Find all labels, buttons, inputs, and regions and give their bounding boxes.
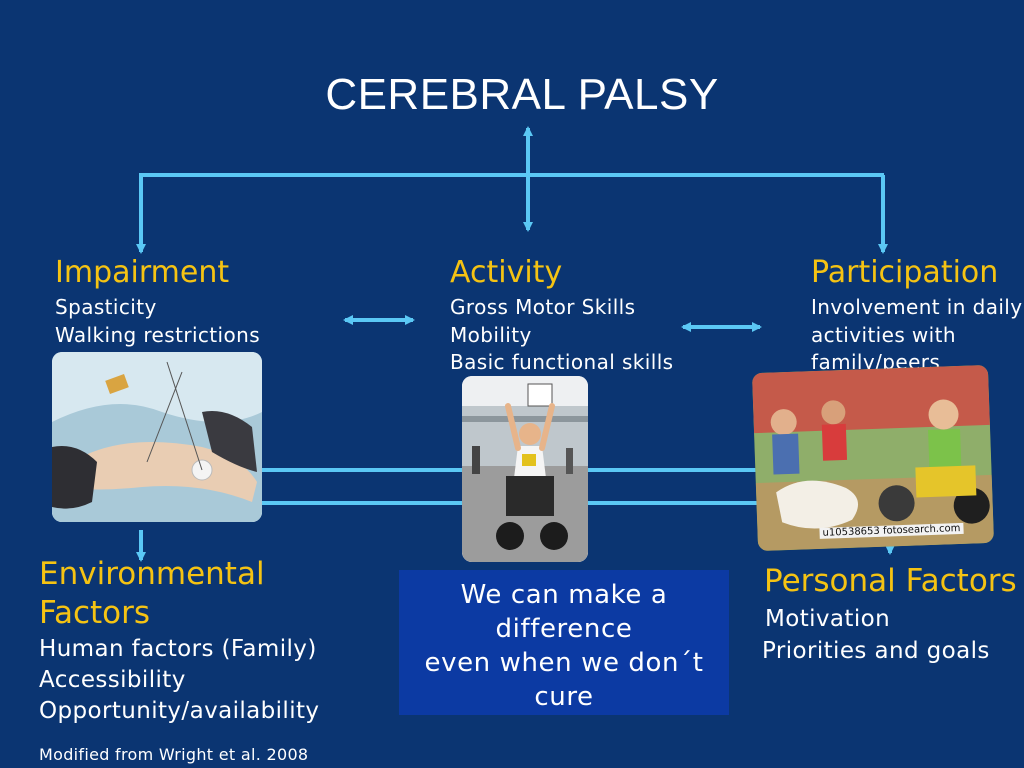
impairment-list: Spasticity Walking restrictions: [55, 294, 260, 349]
participation-heading: Participation: [811, 255, 999, 290]
environmental-item: Opportunity/availability: [39, 698, 320, 724]
activity-item: Mobility: [450, 322, 532, 347]
participation-photo: u10538653 fotosearch.com: [751, 364, 995, 552]
environmental-heading: Environmental Factors: [39, 555, 265, 633]
callout-line: We can make a: [460, 580, 668, 610]
activity-heading: Activity: [450, 255, 563, 290]
callout-box: We can make a difference even when we do…: [399, 570, 729, 715]
activity-list: Gross Motor Skills Mobility Basic functi…: [450, 294, 673, 377]
environmental-item: Accessibility: [39, 667, 186, 693]
participation-item: Involvement in daily: [811, 295, 1023, 319]
callout-line: even when we don´t: [424, 648, 704, 678]
environmental-item: Human factors (Family): [39, 636, 317, 662]
personal-item: Motivation: [765, 606, 891, 632]
callout-line: cure: [534, 682, 594, 712]
impairment-item: Spasticity: [55, 295, 157, 319]
source-credit: Modified from Wright et al. 2008: [39, 745, 309, 764]
environmental-heading-line: Environmental: [39, 556, 265, 592]
impairment-heading: Impairment: [55, 255, 230, 290]
callout-line: difference: [495, 614, 633, 644]
participation-item: activities with: [811, 322, 956, 347]
participation-list: Involvement in daily activities with fam…: [811, 294, 1023, 377]
environmental-heading-line: Factors: [39, 595, 151, 631]
personal-heading: Personal Factors: [764, 563, 1017, 599]
activity-item: Gross Motor Skills: [450, 295, 636, 319]
page-title: CEREBRAL PALSY: [325, 70, 719, 119]
activity-photo: [462, 376, 588, 562]
environmental-list: Human factors (Family) Accessibility Opp…: [39, 634, 319, 727]
personal-item: Priorities and goals: [762, 638, 990, 664]
impairment-item: Walking restrictions: [55, 322, 261, 347]
personal-list: Motivation Priorities and goals: [762, 603, 990, 667]
activity-item: Basic functional skills: [450, 350, 674, 374]
impairment-photo: [52, 352, 262, 522]
